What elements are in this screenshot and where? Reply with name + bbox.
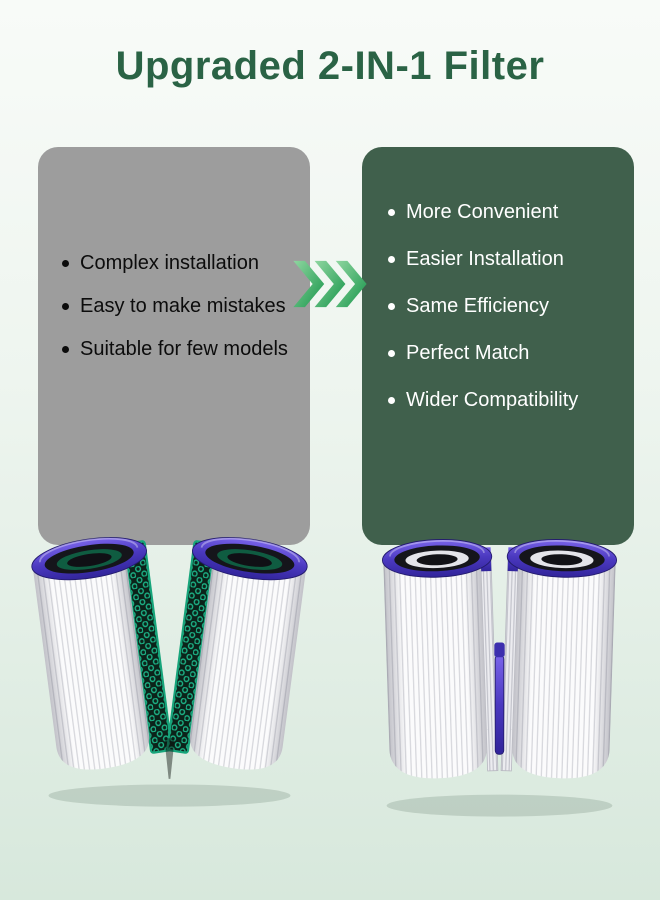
old-filter-image xyxy=(28,529,311,807)
bullet-icon xyxy=(388,302,395,310)
new-filter-right-half xyxy=(499,536,619,782)
new-point-1: More Convenient xyxy=(406,201,559,223)
list-item: More Convenient xyxy=(388,202,626,222)
new-point-3: Same Efficiency xyxy=(406,295,550,317)
ground-shadow xyxy=(386,794,613,817)
bullet-icon xyxy=(62,345,69,353)
bullet-icon xyxy=(62,259,69,267)
bullet-icon xyxy=(62,302,69,310)
new-filter-left-half xyxy=(380,536,500,782)
bullet-icon xyxy=(388,349,395,357)
list-item: Easier Installation xyxy=(388,249,626,269)
center-latch xyxy=(494,654,505,755)
old-point-3: Suitable for few models xyxy=(80,338,288,360)
new-point-2: Easier Installation xyxy=(406,248,564,270)
list-item: Wider Compatibility xyxy=(388,390,626,410)
list-item: Perfect Match xyxy=(388,343,626,363)
bullet-icon xyxy=(388,255,395,263)
triple-chevron-right-icon xyxy=(293,260,367,308)
new-filter-points: More Convenient Easier Installation Same… xyxy=(388,202,626,410)
list-item: Same Efficiency xyxy=(388,296,626,316)
bullet-icon xyxy=(388,208,395,216)
list-item: Suitable for few models xyxy=(62,339,300,359)
new-filter-card: More Convenient Easier Installation Same… xyxy=(362,147,634,545)
chevron-1 xyxy=(293,260,325,308)
list-item: Easy to make mistakes xyxy=(62,296,300,316)
old-filter-right-half xyxy=(164,529,311,777)
bullet-icon xyxy=(388,396,395,404)
new-point-4: Perfect Match xyxy=(406,342,530,364)
old-filter-left-half xyxy=(28,529,175,777)
chevron-2 xyxy=(314,260,346,308)
chevron-3 xyxy=(335,260,367,308)
old-filter-points: Complex installation Easy to make mistak… xyxy=(62,253,300,359)
new-point-5: Wider Compatibility xyxy=(406,389,579,411)
latch-tab xyxy=(494,642,505,658)
center-seam xyxy=(164,738,175,779)
old-filter-card: Complex installation Easy to make mistak… xyxy=(38,147,310,545)
ground-shadow xyxy=(48,784,291,807)
page-title: Upgraded 2-IN-1 Filter xyxy=(115,44,545,88)
list-item: Complex installation xyxy=(62,253,300,273)
old-point-1: Complex installation xyxy=(80,252,259,274)
old-point-2: Easy to make mistakes xyxy=(80,295,286,317)
new-filter-image xyxy=(380,536,619,817)
